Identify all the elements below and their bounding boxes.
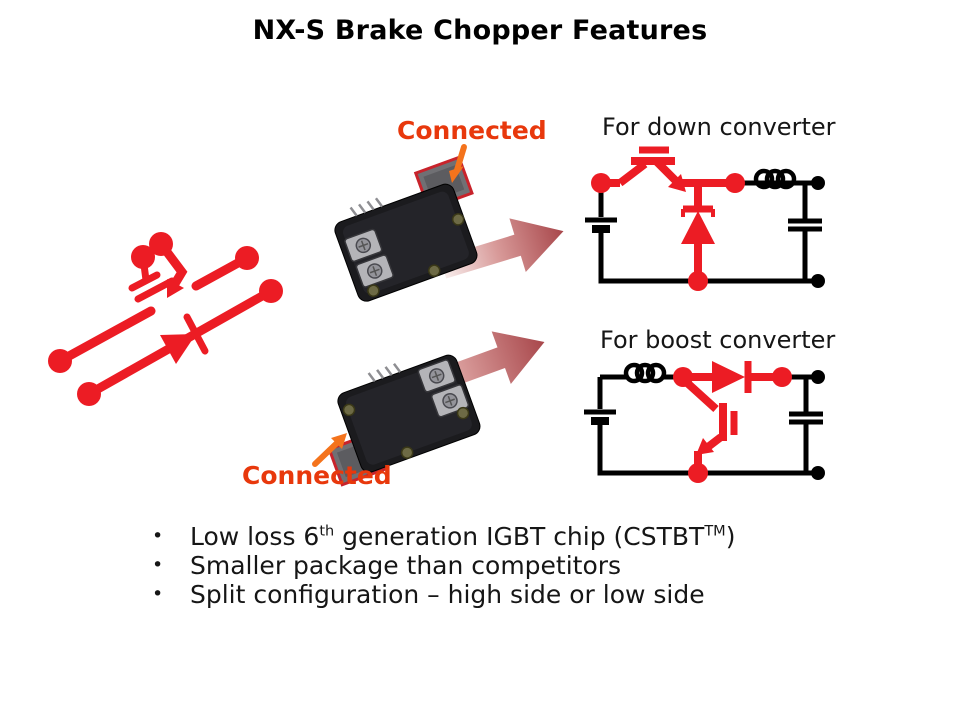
bullet-item: • Smaller package than competitors [152, 551, 735, 580]
inductor-symbol [753, 168, 797, 190]
bullet-item: • Low loss 6th generation IGBT chip (CST… [152, 522, 735, 551]
output-terminal-dot [811, 274, 825, 288]
boost-converter-label: For boost converter [600, 326, 836, 354]
screw-terminals [344, 228, 394, 288]
igbt-symbol [128, 271, 176, 303]
mounting-screws [342, 403, 470, 459]
diode-symbol [160, 334, 196, 364]
signal-pins [367, 363, 402, 383]
down-converter-circuit [585, 146, 825, 291]
bullet-marker: • [152, 554, 164, 576]
terminal-dots [48, 232, 283, 406]
capacitor-symbol [788, 218, 822, 232]
mounting-screws [367, 213, 465, 297]
inductor-symbol [623, 362, 667, 384]
igbt-symbol [681, 377, 738, 473]
output-terminal-dot [811, 176, 825, 190]
output-terminal-dot [811, 370, 825, 384]
diode-symbol [681, 183, 715, 281]
bullet-text: Low loss 6th generation IGBT chip (CSTBT… [190, 522, 736, 551]
bullet-text: Split configuration – high side or low s… [190, 580, 705, 609]
boost-converter-circuit [584, 361, 825, 483]
bullet-item: • Split configuration – high side or low… [152, 580, 735, 609]
connected-arrow-icon-bottom [312, 433, 347, 467]
bullet-marker: • [152, 583, 164, 605]
bullet-marker: • [152, 525, 164, 547]
connected-label-bottom: Connected [242, 461, 392, 490]
signal-pins [349, 197, 384, 217]
igbt-symbol [601, 146, 735, 192]
capacitor-symbol [789, 411, 823, 425]
output-terminal-dot [811, 466, 825, 480]
down-converter-label: For down converter [602, 113, 836, 141]
igbt-module-photo-top [334, 155, 478, 302]
battery-symbol [585, 217, 617, 233]
connected-label-top: Connected [397, 116, 547, 145]
battery-symbol [584, 409, 616, 425]
connected-arrow-icon-top [449, 144, 467, 183]
bullet-text: Smaller package than competitors [190, 551, 622, 580]
feature-bullet-list: • Low loss 6th generation IGBT chip (CST… [152, 522, 735, 609]
igbt-module-photo-bottom [327, 354, 481, 487]
split-configuration-symbol [48, 232, 283, 406]
emitter-arrow [167, 279, 184, 298]
page-title: NX-S Brake Chopper Features [252, 15, 708, 46]
